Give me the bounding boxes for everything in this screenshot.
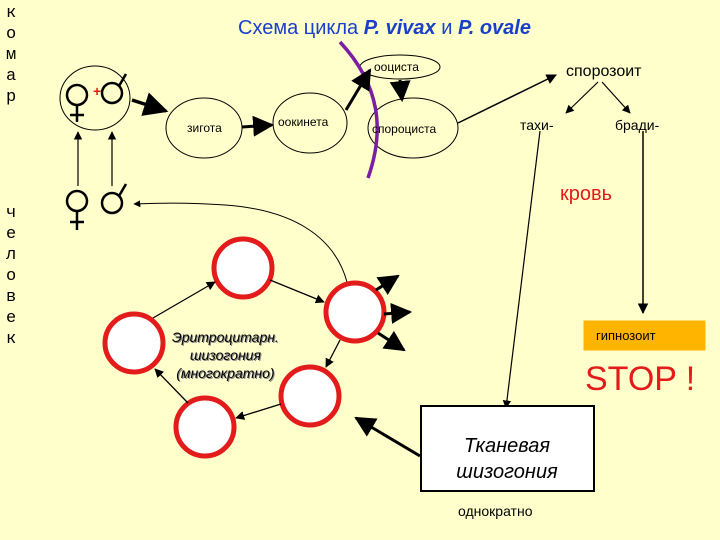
blood-label: кровь [560, 183, 613, 205]
tachy-label: тахи- [520, 117, 554, 133]
tissue-schizogony-box [420, 405, 595, 492]
hypnozoite-box [583, 320, 706, 351]
arrow-to-tachy [565, 81, 599, 114]
title-prefix: Схема цикла [238, 17, 364, 39]
human-letter: в [6, 288, 17, 307]
arrow-tachy-to-tissue [502, 130, 541, 409]
human-letter: ч [6, 204, 17, 223]
hypnozoite-label: гипнозоит [596, 328, 656, 343]
female-symbol-human [65, 189, 89, 230]
arrow-rbc4-rbc5 [154, 368, 189, 404]
stop-label: STOP ! [585, 360, 696, 398]
arrow-rbc3-rbc4 [235, 403, 282, 420]
erythro-line2: шизогония [189, 347, 261, 363]
zygote-label: зигота [187, 121, 222, 135]
arrow-zygote-to-ookinete [241, 115, 275, 137]
rbc-3 [278, 364, 342, 428]
oocyst-label: ооциста [374, 60, 419, 74]
arrow-sporocyst-to-sporozoite [457, 74, 557, 124]
arrow-rbc1-rbc2 [269, 279, 325, 304]
rbc-2 [323, 280, 387, 344]
human-letter: е [6, 225, 17, 244]
mosquito-letter: о [6, 25, 17, 44]
arrow-ookinete-to-oocyst [344, 68, 372, 111]
merozoite-arrow-3 [377, 330, 406, 352]
arrow-gametes-to-zygote [131, 92, 169, 116]
arrow-tissue-to-rbc [354, 416, 421, 458]
title-species1: P. vivax [363, 17, 436, 39]
male-symbol-human [100, 183, 128, 215]
page-title: Схема цикла P. vivax и P. ovale [238, 18, 531, 38]
sporozoite-label: спорозоит [566, 63, 642, 80]
rbc-1 [211, 236, 275, 300]
once-label: однократно [458, 503, 533, 519]
erythro-text: Эритроцитарн. шизогония (многократно) [172, 328, 279, 382]
title-species2: P. ovale [457, 17, 531, 39]
human-letter: л [6, 246, 17, 265]
plus-sign: + [93, 83, 101, 99]
sporocyst-label: спороциста [372, 122, 437, 136]
arrow-rbc5-rbc1 [152, 281, 216, 319]
female-symbol-mosquito [65, 83, 89, 122]
merozoite-arrow-2 [383, 302, 413, 324]
arrow-to-gametocytes [133, 200, 348, 283]
mosquito-letter: а [6, 67, 17, 86]
arrow-rbc2-rbc3 [325, 339, 341, 368]
erythro-line3: (многократно) [176, 365, 275, 381]
merozoite-arrow-1 [375, 274, 400, 296]
ookinete-label: оокинета [278, 115, 329, 129]
tissue-text: Тканевая шизогония [429, 433, 585, 485]
arrow-to-brady [601, 81, 631, 114]
arrow-oocyst-to-sporocyst [389, 79, 411, 103]
tissue-line1: Тканевая [463, 435, 551, 457]
zygote-cell [165, 97, 243, 159]
rbc-4 [173, 395, 237, 459]
gut-wall-line [338, 40, 379, 179]
mosquito-letter: р [6, 88, 17, 107]
human-letter: к [6, 330, 17, 349]
human-letter: о [6, 267, 17, 286]
rbc-5 [102, 311, 166, 375]
mosquito-letter: к [6, 4, 17, 23]
mosquito-letter: м [6, 46, 17, 65]
title-conj: и [435, 17, 458, 39]
sporocyst-cell [367, 97, 459, 159]
erythro-line1: Эритроцитарн. [172, 329, 279, 345]
brady-label: бради- [615, 117, 660, 133]
male-symbol-mosquito [100, 73, 128, 105]
tissue-line2: шизогония [456, 461, 558, 483]
human-letter: е [6, 309, 17, 328]
